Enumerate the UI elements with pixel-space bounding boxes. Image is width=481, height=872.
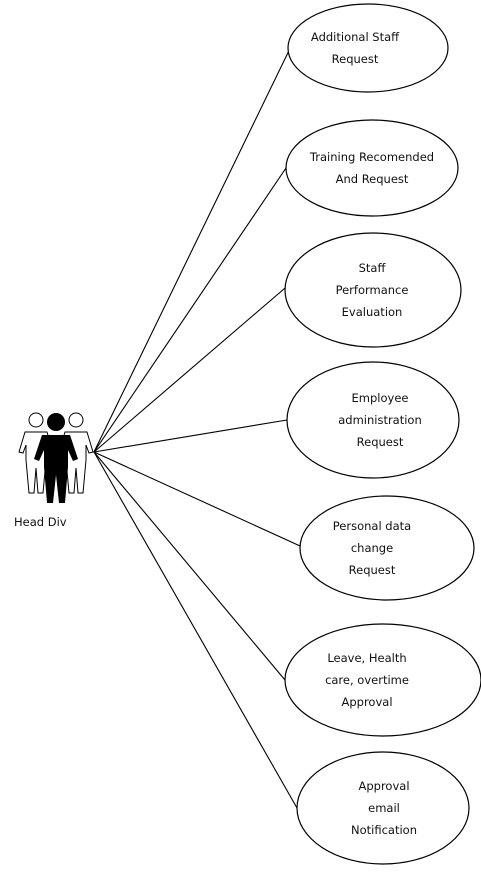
use-case-label-line: Notification bbox=[351, 823, 417, 837]
use-case-label-line: And Request bbox=[336, 172, 409, 186]
use-case-label-line: care, overtime bbox=[325, 673, 409, 687]
use-case-label-line: administration bbox=[338, 413, 422, 427]
use-case-label-line: Performance bbox=[336, 283, 409, 297]
three-person-actor-icon bbox=[18, 412, 94, 503]
use-case-label-line: email bbox=[368, 801, 400, 815]
use-case-label-line: Employee bbox=[352, 391, 409, 405]
use-case-label-line: Request bbox=[332, 52, 379, 66]
use-case-ellipse bbox=[299, 495, 475, 601]
use-case-ellipse bbox=[285, 119, 459, 217]
use-case-label-line: Leave, Health bbox=[327, 651, 406, 665]
association-lines bbox=[93, 51, 301, 809]
association-line-personal-data-change-request bbox=[93, 451, 301, 547]
association-line-leave-health-care-overtime-approval bbox=[93, 451, 286, 681]
use-case-label-line: Request bbox=[349, 563, 396, 577]
use-case-label-line: Approval bbox=[358, 779, 409, 793]
association-line-additional-staff-request bbox=[93, 51, 289, 453]
use-case-label-line: Approval bbox=[341, 695, 392, 709]
association-line-employee-administration-request bbox=[93, 419, 288, 453]
use-case-label-line: Evaluation bbox=[342, 305, 403, 319]
use-case-label-line: Training Recomended bbox=[309, 150, 434, 164]
association-line-approval-email-notification bbox=[93, 451, 298, 809]
use-case-ellipse bbox=[286, 361, 460, 479]
use-case-label-line: Staff bbox=[359, 261, 387, 275]
use-case-label-line: change bbox=[351, 541, 393, 555]
use-case-ellipse bbox=[287, 3, 449, 93]
use-case-label-line: Personal data bbox=[333, 519, 411, 533]
use-case-ellipse bbox=[284, 232, 462, 348]
association-line-staff-performance-evaluation bbox=[93, 287, 286, 453]
actor-head-div: Head Div bbox=[14, 412, 94, 529]
use-case-ellipse bbox=[296, 751, 470, 865]
use-case-label-line: Additional Staff bbox=[311, 30, 400, 44]
use-case-ellipse bbox=[284, 623, 481, 737]
association-line-training-recommended-and-request bbox=[93, 167, 287, 453]
use-case-label-line: Request bbox=[357, 435, 404, 449]
actor-label: Head Div bbox=[14, 515, 67, 529]
